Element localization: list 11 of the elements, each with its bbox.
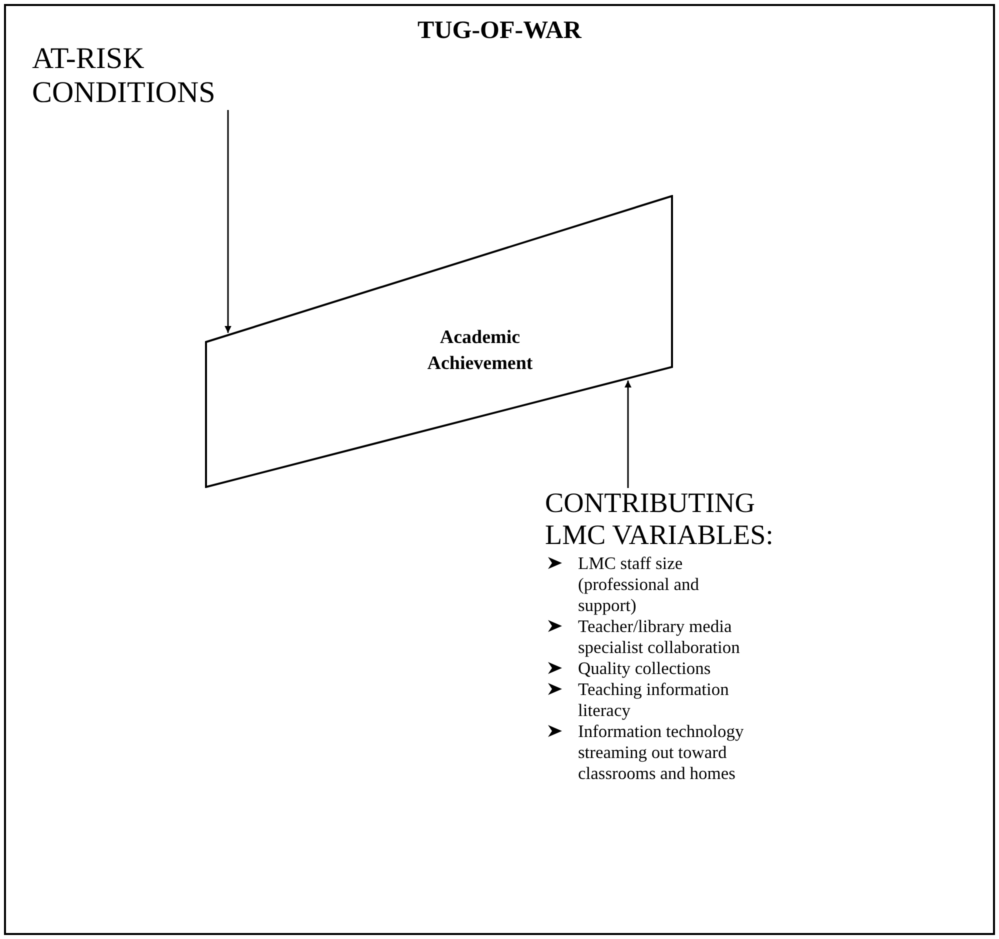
- arrow: [624, 380, 632, 488]
- list-item: Teaching information literacy: [578, 679, 730, 721]
- list-item: Teacher/library media specialist collaboration: [578, 616, 741, 658]
- variables-heading: CONTRIBUTING LMC VARIABLES:: [545, 488, 774, 552]
- list-item: Quality collections: [578, 658, 712, 679]
- list-item: Information technology streaming out toward classrooms and homes: [578, 721, 745, 784]
- arrow: [224, 110, 232, 333]
- diagram-title: TUG-OF-WAR: [416, 16, 583, 46]
- condition-label: AT-RISK CONDITIONS: [32, 42, 216, 110]
- list-item: LMC staff size (professional and support): [578, 553, 700, 616]
- node-label: Academic Achievement: [426, 326, 534, 376]
